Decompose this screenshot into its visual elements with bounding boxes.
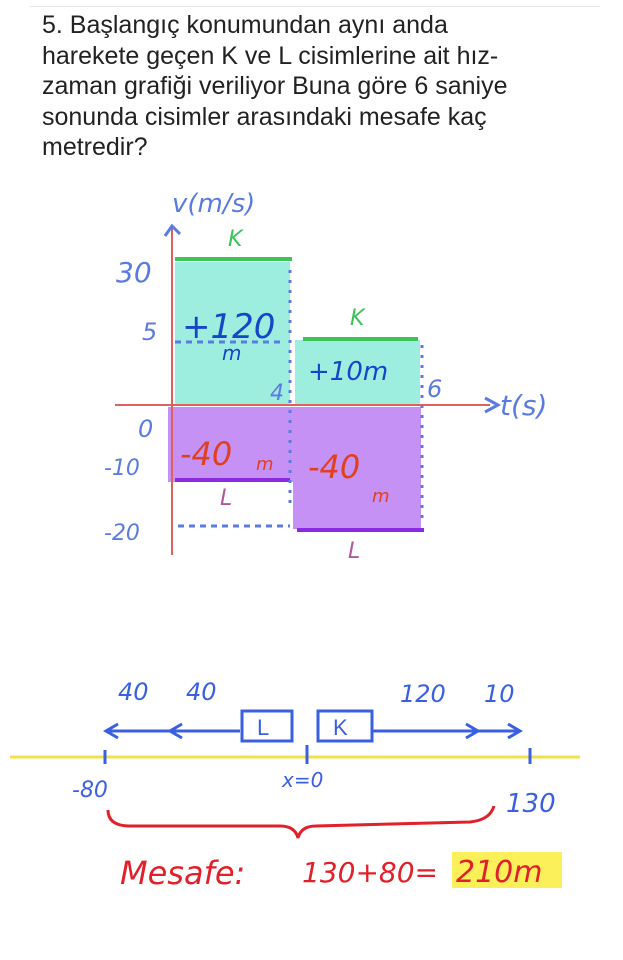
k-area-1-unit: m bbox=[222, 341, 241, 365]
k-area-2 bbox=[295, 340, 420, 404]
l-label-2: L bbox=[348, 539, 360, 564]
question-line: sonunda cisimler arasındaki mesafe kaç bbox=[42, 102, 487, 131]
t-axis-label: t(s) bbox=[500, 389, 547, 422]
y-tick-minus10: -10 bbox=[104, 456, 140, 481]
l-move-label-2: 40 bbox=[186, 678, 217, 706]
l-move-label-1: 40 bbox=[118, 678, 149, 706]
l-arrow-icon bbox=[103, 722, 240, 740]
v-axis-label: v(m/s) bbox=[172, 189, 255, 219]
y-tick-30: 30 bbox=[116, 256, 152, 289]
l-area-2 bbox=[293, 407, 421, 529]
question-line: harekete geçen K ve L cisimlerine ait hı… bbox=[42, 41, 499, 70]
result-expression: 130+80= bbox=[302, 856, 438, 889]
box-l bbox=[240, 709, 294, 743]
k-area-1-label: +120 bbox=[182, 307, 275, 347]
x-tick-4: 4 bbox=[270, 381, 284, 406]
box-k-label: K bbox=[333, 715, 348, 740]
box-l-label: L bbox=[257, 715, 269, 740]
tick-label-zero: x=0 bbox=[281, 768, 323, 792]
result-prefix: Mesafe: bbox=[120, 854, 245, 892]
l-area-2-label: -40 bbox=[308, 448, 360, 486]
t-axis-arrow-icon bbox=[484, 396, 502, 414]
top-divider bbox=[30, 6, 600, 7]
k-area-1 bbox=[175, 262, 290, 404]
l-area-1 bbox=[168, 407, 293, 482]
k-label-2: K bbox=[350, 306, 366, 331]
y-tick-minus20: -20 bbox=[104, 521, 140, 546]
distance-brace bbox=[106, 805, 496, 839]
k-move-label-2: 10 bbox=[484, 680, 515, 708]
tick-label-130: 130 bbox=[506, 789, 556, 819]
result-answer: 210m bbox=[456, 855, 542, 890]
k-area-2-label: +10m bbox=[308, 357, 388, 387]
y-tick-0: 0 bbox=[138, 415, 153, 443]
answer-highlight bbox=[452, 852, 562, 888]
l-label-1: L bbox=[220, 486, 232, 511]
k-move-label-1: 120 bbox=[400, 680, 446, 708]
v-axis-arrow-icon bbox=[163, 223, 182, 237]
question-text: 5. Başlangıç konumundan aynı anda hareke… bbox=[42, 10, 602, 163]
y-tick-5: 5 bbox=[142, 318, 157, 346]
question-line: zaman grafiği veriliyor Buna göre 6 sani… bbox=[42, 72, 508, 100]
l-area-1-label: -40 bbox=[180, 435, 232, 473]
question-line: metredir? bbox=[42, 133, 148, 161]
question-line: 5. Başlangıç konumundan aynı anda bbox=[42, 11, 448, 39]
l-area-1-unit: m bbox=[256, 454, 274, 475]
tick-label-minus80: -80 bbox=[72, 778, 108, 803]
l-area-2-unit: m bbox=[372, 486, 390, 507]
k-arrow-icon bbox=[372, 722, 523, 740]
box-k bbox=[316, 709, 374, 743]
k-label-1: K bbox=[228, 227, 244, 252]
x-tick-6: 6 bbox=[427, 375, 442, 403]
